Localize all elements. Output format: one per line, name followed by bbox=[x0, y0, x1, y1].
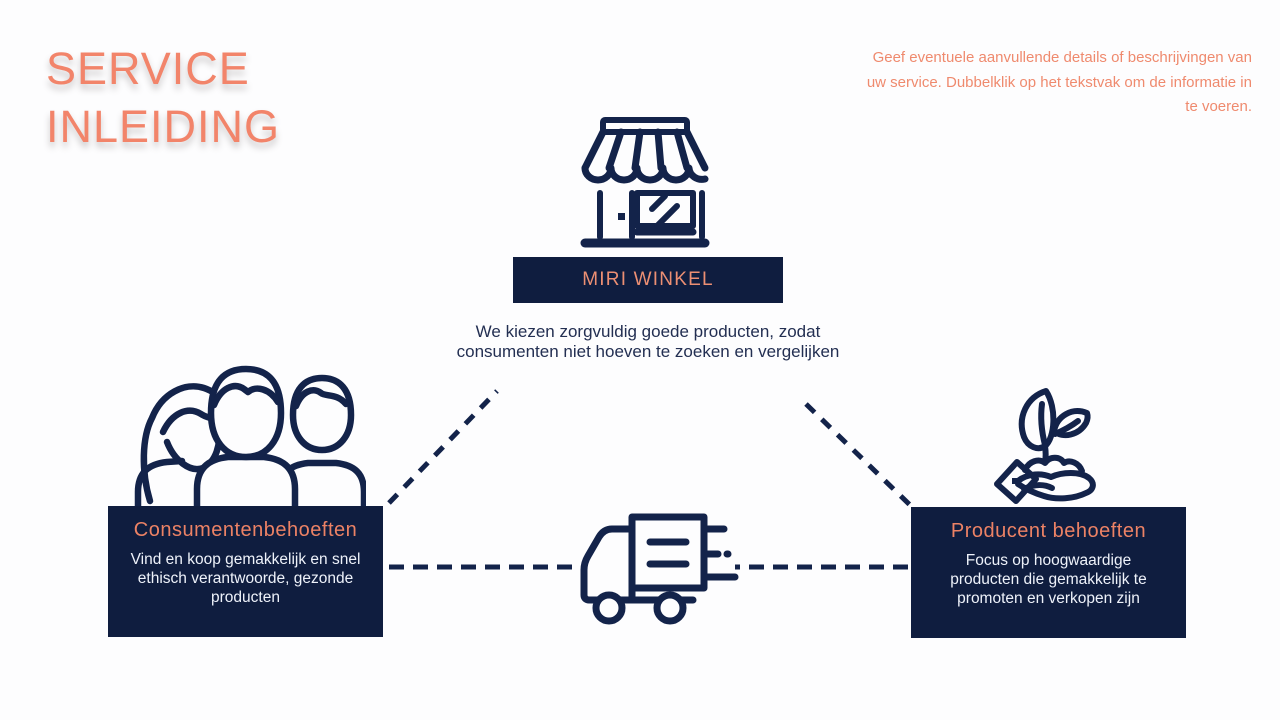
connector-left-diagonal bbox=[387, 389, 499, 505]
consumers-title: Consumentenbehoeften bbox=[133, 519, 358, 541]
people-group-icon[interactable] bbox=[126, 361, 366, 508]
storefront-icon[interactable] bbox=[575, 116, 715, 250]
slide-title-line1: SERVICE bbox=[46, 43, 250, 94]
producers-title: Producent behoeften bbox=[950, 520, 1147, 542]
slide-title-line2: INLEIDING bbox=[46, 101, 281, 152]
note-textbox[interactable]: Geef eventuele aanvullende details of be… bbox=[866, 49, 1252, 115]
producers-box[interactable]: Producent behoeften Focus op hoogwaardig… bbox=[911, 507, 1186, 638]
delivery-truck-icon[interactable] bbox=[572, 504, 752, 634]
connector-right-diagonal bbox=[804, 402, 913, 508]
producers-description: Focus op hoogwaardige producten die gema… bbox=[950, 552, 1147, 607]
consumers-description: Vind en koop gemakkelijk en snel ethisch… bbox=[130, 551, 361, 606]
shop-label: MIRI WINKEL bbox=[582, 269, 714, 290]
hand-plant-icon[interactable] bbox=[990, 386, 1105, 506]
shop-label-box[interactable]: MIRI WINKEL bbox=[513, 257, 783, 303]
consumers-box[interactable]: Consumentenbehoeften Vind en koop gemakk… bbox=[108, 506, 383, 637]
slide-title-textbox[interactable]: SERVICE INLEIDING bbox=[46, 40, 466, 156]
shop-description[interactable]: We kiezen zorgvuldig goede producten, zo… bbox=[456, 322, 840, 361]
